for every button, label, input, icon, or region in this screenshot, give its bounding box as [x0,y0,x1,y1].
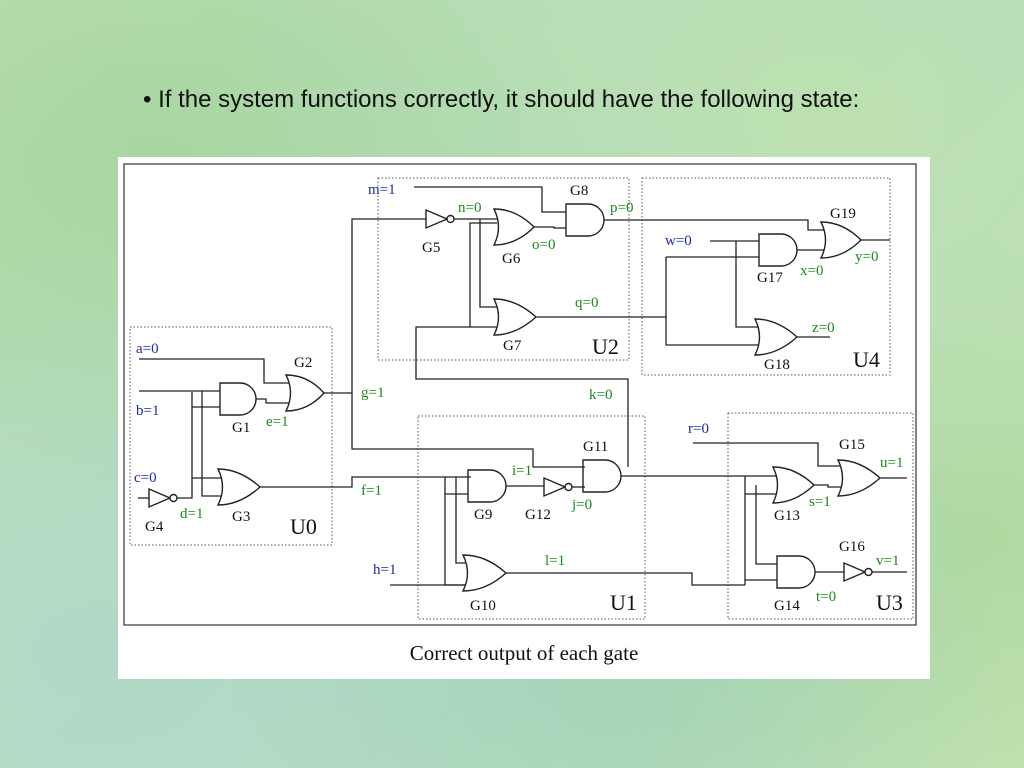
gate-g7 [492,298,538,336]
gate-g17 [758,233,798,267]
gate-g5 [425,208,449,230]
gate-g6 [492,208,535,246]
signal-x: x=0 [800,263,823,279]
label-g6: G6 [502,251,521,267]
gate-g3 [216,468,262,506]
label-g2: G2 [294,355,312,371]
gate-g15 [836,459,882,497]
input-m: m=1 [368,182,396,198]
unit-box-u3 [727,412,914,620]
signal-p: p=0 [610,200,633,216]
gate-g16 [843,561,867,583]
label-g4: G4 [145,519,164,535]
input-c: c=0 [134,470,157,486]
unit-box-u4 [641,177,891,376]
input-w: w=0 [665,233,692,249]
label-g11: G11 [583,439,608,455]
circuit-diagram: G1 G2 G3 G4 G5 G6 G7 G8 G9 G10 G11 G12 G… [123,163,917,626]
gate-g4 [148,487,172,509]
signal-n: n=0 [458,200,481,216]
gate-g16-bubble [864,567,873,577]
signal-v: v=1 [876,553,899,569]
signal-j: j=0 [571,497,592,513]
unit-box-u1 [417,415,646,620]
gate-g4-bubble [169,493,178,503]
gate-g13 [771,466,816,504]
label-g13: G13 [774,508,800,524]
signal-l: l=1 [545,553,565,569]
signal-q: q=0 [575,295,598,311]
label-g14: G14 [774,598,800,614]
signal-o: o=0 [532,237,555,253]
input-r: r=0 [688,421,709,437]
gate-g19 [819,221,862,259]
signal-g: g=1 [361,385,384,401]
label-u1: U1 [610,590,637,615]
circuit-figure: G1 G2 G3 G4 G5 G6 G7 G8 G9 G10 G11 G12 G… [118,157,930,679]
label-g17: G17 [757,270,783,286]
label-u3: U3 [876,590,903,615]
input-a: a=0 [136,341,159,357]
gate-g18 [753,318,799,356]
label-g8: G8 [570,183,588,199]
signal-f: f=1 [361,483,382,499]
signal-z: z=0 [812,320,835,336]
signal-y: y=0 [855,249,878,265]
gate-g12 [543,476,567,498]
label-g18: G18 [764,357,790,373]
label-g12: G12 [525,507,551,523]
wires [138,186,907,586]
diagram-frame [123,163,917,626]
label-u2: U2 [592,334,619,359]
signal-s: s=1 [809,494,831,510]
label-g16: G16 [839,539,865,555]
label-g3: G3 [232,509,250,525]
label-g10: G10 [470,598,496,614]
gate-g1 [219,382,257,416]
input-b: b=1 [136,403,159,419]
label-g1: G1 [232,420,250,436]
gate-g8 [565,203,605,237]
gate-g12-bubble [564,482,573,492]
signal-e: e=1 [266,414,289,430]
gate-g10 [461,554,508,592]
signal-t: t=0 [816,589,836,605]
bullet-text: • If the system functions correctly, it … [143,86,860,113]
gate-g5-bubble [446,214,455,224]
label-u0: U0 [290,514,317,539]
figure-caption: Correct output of each gate [409,641,639,665]
label-g19: G19 [830,206,856,222]
gate-g9 [467,469,507,503]
input-h: h=1 [373,562,396,578]
signal-i: i=1 [512,463,532,479]
gate-g11 [582,459,622,493]
label-g9: G9 [474,507,492,523]
label-g5: G5 [422,240,440,256]
gate-g14 [776,555,816,589]
signal-u: u=1 [880,455,903,471]
unit-box-u2 [377,177,630,361]
label-g15: G15 [839,437,865,453]
label-u4: U4 [853,347,880,372]
gate-g2 [284,374,325,412]
signal-d: d=1 [180,506,203,522]
signal-k: k=0 [589,387,612,403]
label-g7: G7 [503,338,522,354]
